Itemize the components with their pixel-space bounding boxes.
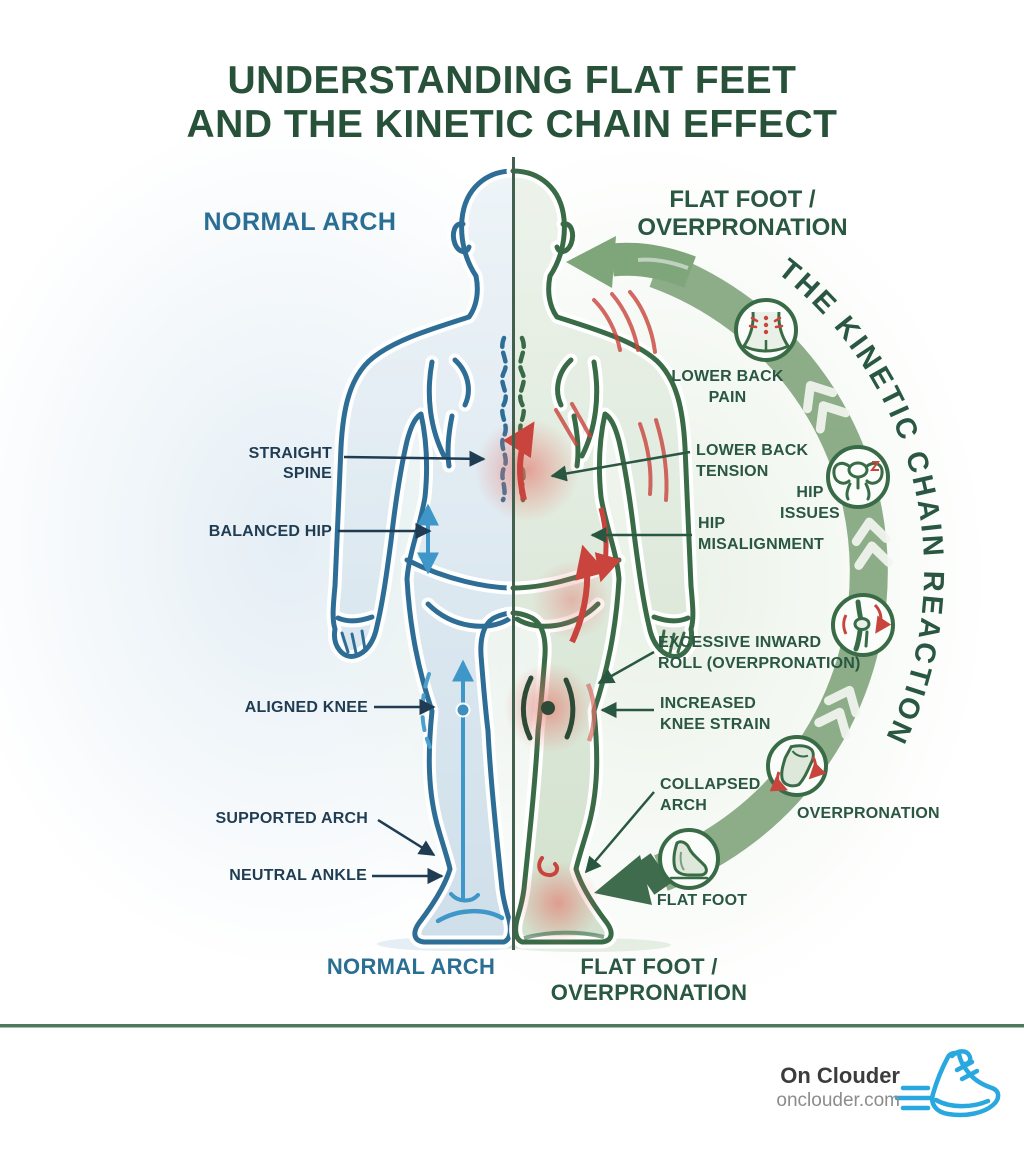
flat-leader-lines (550, 450, 692, 874)
flat-foot-heading: FLAT FOOT / OVERPRONATION (637, 186, 848, 241)
normal-leader-lines (338, 450, 486, 885)
shoe-icon (894, 1049, 1001, 1118)
footer-divider (0, 1024, 1024, 1028)
label-straight-spine: STRAIGHT SPINE (248, 445, 332, 482)
normal-arch-heading: NORMAL ARCH (203, 208, 397, 236)
alignment-accents (417, 503, 505, 924)
label-supported-arch: SUPPORTED ARCH (215, 810, 368, 827)
hip-issues-icon (826, 445, 890, 509)
hip-shift-down-arrow (594, 507, 622, 583)
label-lower-back-tension: LOWER BACK TENSION (696, 442, 809, 480)
overpronation-icon (766, 735, 828, 797)
bottom-label-flat-foot: FLAT FOOT / OVERPRONATION (550, 954, 748, 1005)
label-excessive-inward-roll: EXCESSIVE INWARD ROLL (OVERPRONATION) (658, 634, 861, 672)
title-line2: AND THE KINETIC CHAIN EFFECT (186, 103, 838, 146)
brand-website: onclouder.com (776, 1090, 900, 1111)
brand-name: On Clouder (780, 1063, 900, 1088)
page-title: UNDERSTANDING FLAT FEET AND THE KINETIC … (0, 59, 1024, 147)
ankle-collapse-mark (537, 856, 560, 878)
knee-strain-icon (831, 593, 895, 657)
hip-shift-up-arrow (569, 544, 607, 644)
label-neutral-ankle: NEUTRAL ANKLE (229, 867, 367, 884)
label-aligned-knee: ALIGNED KNEE (244, 699, 368, 716)
node-label-hip-issues: HIP ISSUES (780, 484, 840, 522)
knee-alignment-dot (455, 702, 471, 718)
label-collapsed-arch: COLLAPSED ARCH (660, 776, 761, 814)
lower-back-stress-arrow (502, 421, 535, 501)
label-increased-knee-strain: INCREASED KNEE STRAIN (660, 695, 771, 733)
bottom-label-normal-arch: NORMAL ARCH (326, 954, 496, 979)
flat-foot-icon (658, 828, 720, 890)
node-label-lower-back-pain: LOWER BACK PAIN (671, 368, 784, 406)
label-balanced-hip: BALANCED HIP (208, 523, 332, 540)
footer-brand: On Clouder onclouder.com (640, 1063, 900, 1113)
node-label-flat-foot: FLAT FOOT (656, 892, 748, 909)
node-label-overpronation: OVERPRONATION (797, 805, 940, 822)
title-line1: UNDERSTANDING FLAT FEET (227, 59, 797, 102)
pain-accents (475, 290, 669, 945)
label-hip-misalignment: HIP MISALIGNMENT (698, 515, 824, 553)
top-arrowhead (566, 236, 616, 288)
bottom-arrowhead (594, 855, 652, 905)
lower-back-pain-icon (734, 298, 798, 362)
kinetic-node-circles (658, 298, 895, 890)
knee-strain-dot (541, 701, 555, 715)
supported-arch-curve (435, 908, 505, 924)
